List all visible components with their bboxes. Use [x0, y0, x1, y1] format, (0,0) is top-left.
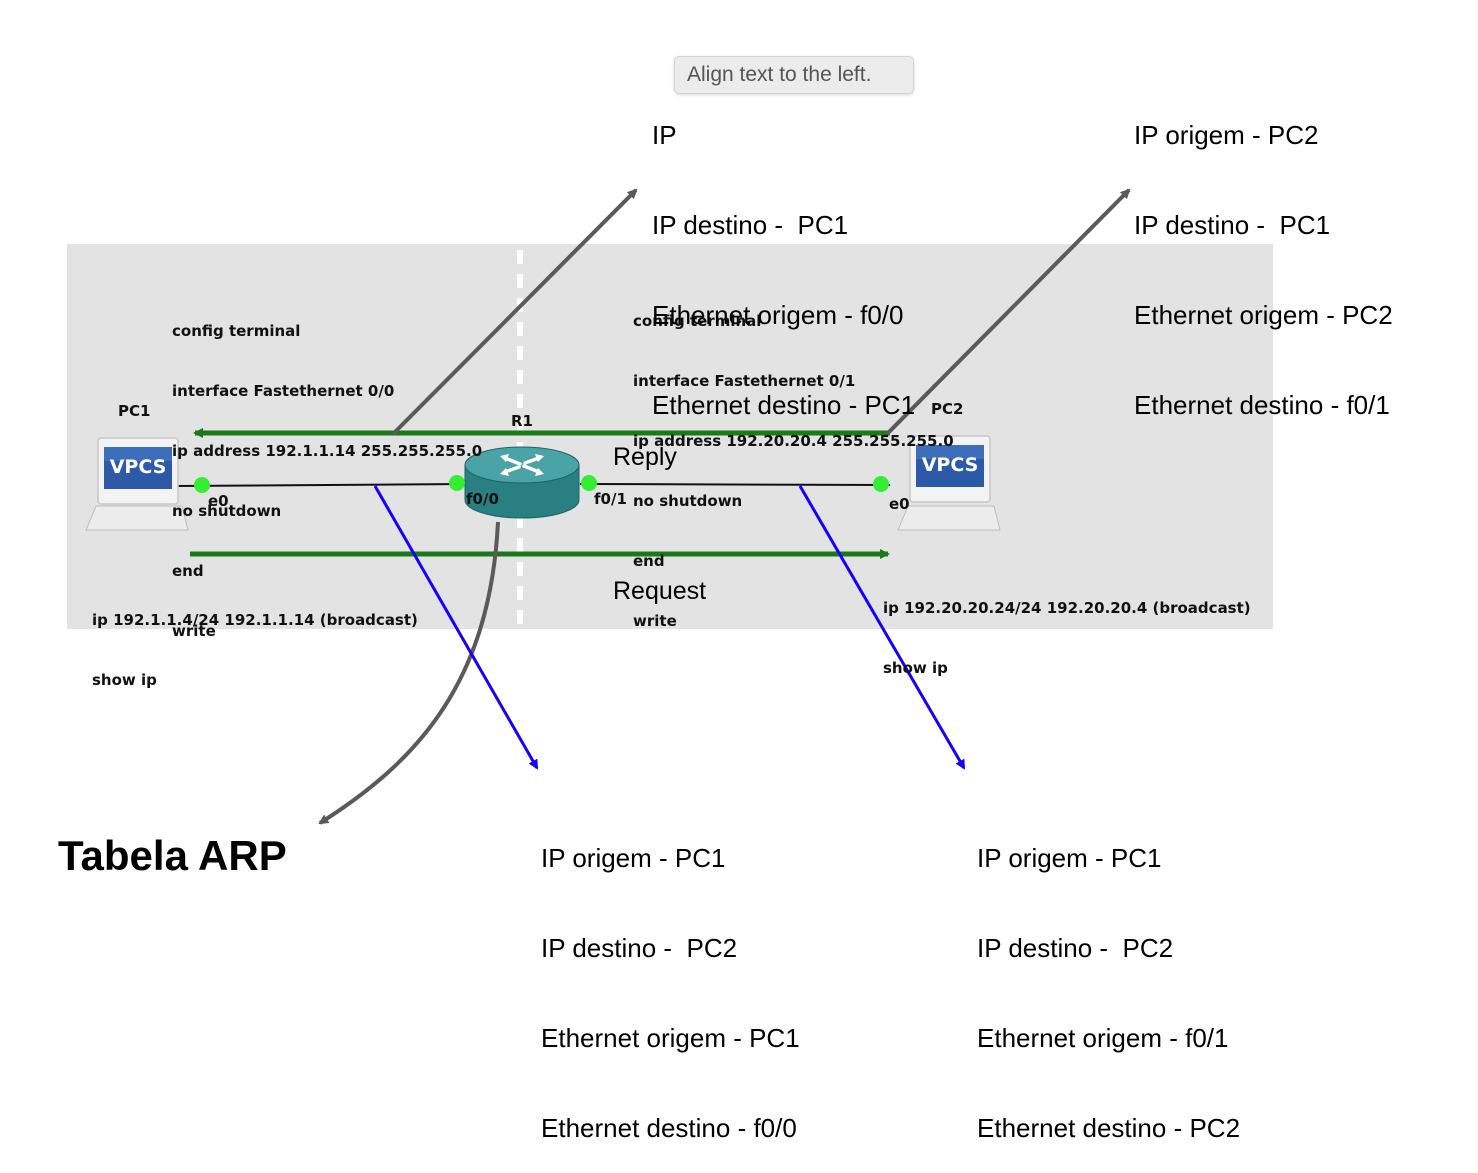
arp-table-title: Tabela ARP: [58, 832, 287, 879]
config-line: ip address 192.1.1.14 255.255.255.0: [172, 442, 483, 460]
config-line: write: [172, 622, 216, 640]
packet-info-line: Ethernet destino - PC2: [977, 1113, 1241, 1143]
packet-info-line: IP origem - PC1: [541, 843, 726, 873]
packet-info-line: Ethernet destino - f0/0: [541, 1113, 797, 1143]
pc1-port-label: e0: [208, 492, 229, 510]
callout-arrow-bottom-right: [798, 485, 966, 770]
packet-info-line: Ethernet origem - f0/1: [977, 1023, 1229, 1053]
link-pc1-r1: [174, 483, 466, 487]
link-r1-pc2: [579, 483, 891, 486]
config-line: config terminal: [172, 322, 301, 340]
router-label: R1: [511, 412, 533, 430]
r1-f0-1-port-dot: [581, 475, 597, 491]
pc1-label: PC1: [118, 402, 151, 420]
packet-info-line: Ethernet origem - f0/0: [652, 300, 904, 330]
request-label: Request: [613, 577, 707, 605]
pc2-label: PC2: [931, 400, 964, 418]
packet-info-bottom-left: IP origem - PC1 IP destino - PC2 Etherne…: [541, 783, 800, 1173]
config-line: end: [172, 562, 204, 580]
callout-arrow-arp: [318, 521, 500, 825]
pc2-vpcs-badge: VPCS: [921, 454, 979, 476]
config-block-right: config terminal interface Fastethernet 0…: [633, 271, 954, 651]
command-line: show ip: [92, 671, 157, 689]
config-line: config terminal: [633, 312, 762, 330]
router-port-left-label: f0/0: [466, 490, 499, 508]
router-port-right-label: f0/1: [594, 490, 627, 508]
pc1-computer-icon[interactable]: [85, 437, 189, 531]
r1-f0-0-port-dot: [449, 475, 465, 491]
command-line: show ip: [883, 659, 948, 677]
packet-info-line: IP origem - PC2: [1134, 120, 1319, 150]
config-line: write: [633, 612, 677, 630]
callout-arrow-bottom-left: [373, 485, 539, 770]
packet-info-line: Ethernet origem - PC2: [1134, 300, 1393, 330]
pc1-commands: ip 192.1.1.4/24 192.1.1.14 (broadcast) s…: [92, 570, 418, 710]
command-line: ip 192.1.1.4/24 192.1.1.14 (broadcast): [92, 611, 418, 629]
config-line: end: [633, 552, 665, 570]
packet-info-line: IP destino - PC1: [1134, 210, 1331, 240]
pc1-vpcs-badge: VPCS: [109, 456, 167, 478]
packet-info-line: Ethernet destino - PC1: [652, 390, 916, 420]
config-block-left: config terminal interface Fastethernet 0…: [172, 281, 482, 661]
packet-info-line: IP destino - PC1: [652, 210, 849, 240]
packet-info-line: Ethernet origem - PC1: [541, 1023, 800, 1053]
pc2-computer-icon[interactable]: [897, 435, 1001, 531]
packet-info-bottom-right: IP origem - PC1 IP destino - PC2 Etherne…: [977, 783, 1240, 1173]
config-line: interface Fastethernet 0/1: [633, 372, 856, 390]
config-line: interface Fastethernet 0/0: [172, 382, 395, 400]
config-line: ip address 192.20.20.4 255.255.255.0: [633, 432, 954, 450]
tooltip: Align text to the left.: [674, 56, 914, 94]
topology-canvas: [67, 244, 1273, 629]
reply-label: Reply: [613, 443, 677, 471]
packet-info-line: IP origem - PC1: [977, 843, 1162, 873]
callout-arrow-top-left: [391, 188, 638, 436]
config-line: no shutdown: [172, 502, 282, 520]
router-icon[interactable]: [464, 446, 580, 519]
packet-info-line: Ethernet destino - f0/1: [1134, 390, 1390, 420]
pc1-port-dot: [194, 477, 210, 493]
callout-arrow-top-right: [885, 188, 1131, 436]
packet-info-top-left: IP IP destino - PC1 Ethernet origem - f0…: [652, 60, 915, 450]
pc2-port-dot: [873, 476, 889, 492]
packet-info-line: IP: [652, 120, 677, 150]
pc2-commands: ip 192.20.20.24/24 192.20.20.4 (broadcas…: [883, 558, 1251, 698]
pc2-port-label: e0: [889, 495, 910, 513]
command-line: ip 192.20.20.24/24 192.20.20.4 (broadcas…: [883, 599, 1251, 617]
diagram-lines: [85, 188, 1131, 825]
config-line: no shutdown: [633, 492, 743, 510]
packet-info-top-right: IP origem - PC2 IP destino - PC1 Etherne…: [1134, 60, 1393, 450]
